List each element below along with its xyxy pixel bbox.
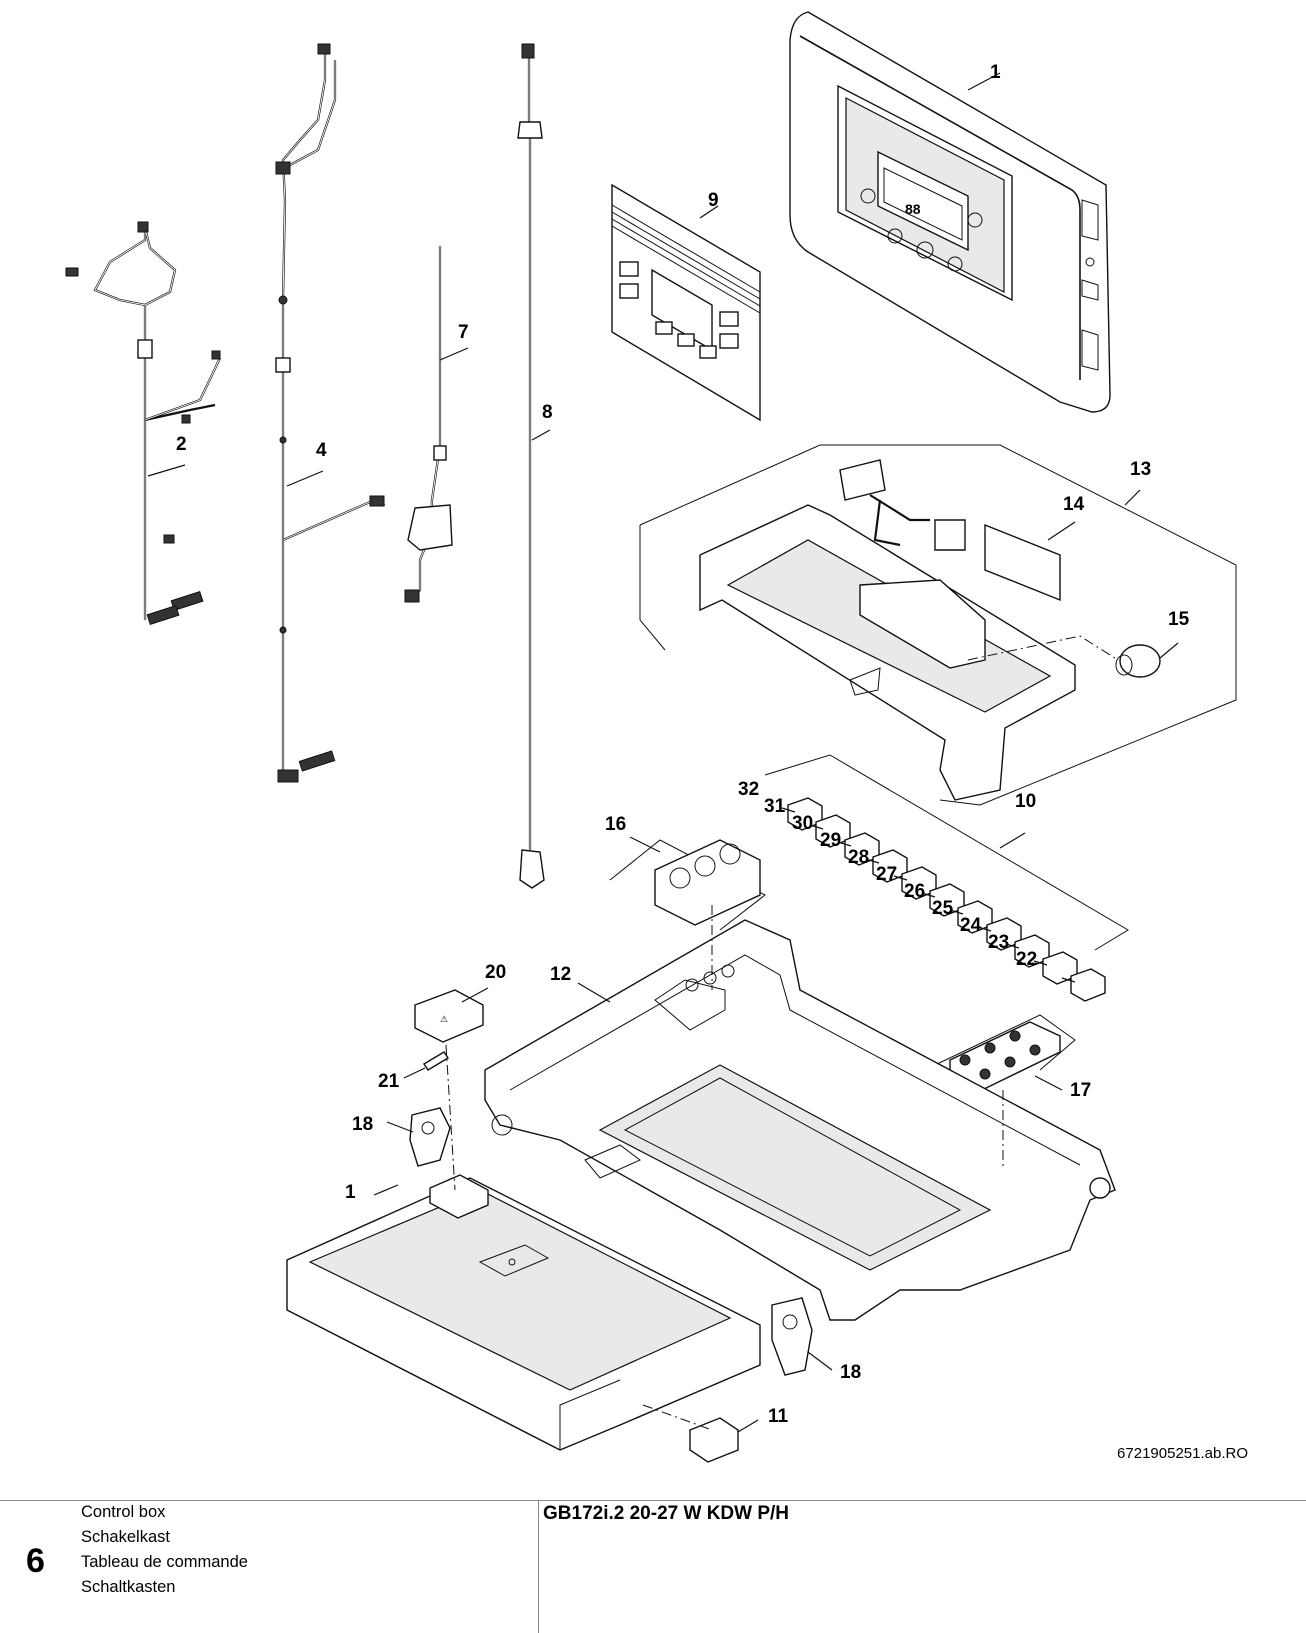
callout-11: 11 <box>768 1406 789 1427</box>
callout-14: 14 <box>1063 494 1085 515</box>
svg-text:⚠: ⚠ <box>440 1014 448 1024</box>
title-fr: Tableau de commande <box>81 1553 248 1571</box>
callout-18: 18 <box>352 1114 373 1135</box>
callout-31: 31 <box>764 796 786 817</box>
callout-21: 21 <box>378 1071 400 1092</box>
callout-10: 10 <box>1015 791 1036 812</box>
footer-divider <box>538 1500 539 1633</box>
part-group-16-terminals <box>609 839 766 931</box>
part-knob-15 <box>1115 644 1161 678</box>
leader-lines <box>147 72 1179 1433</box>
callout-25: 25 <box>932 898 954 919</box>
part-group-10-terminals <box>764 754 1129 1002</box>
callout-27: 27 <box>876 864 897 885</box>
title-nl: Schakelkast <box>81 1528 170 1546</box>
part-wiring-harness-4 <box>275 43 386 783</box>
section-number: 6 <box>26 1542 45 1580</box>
part-sensor-cable-7 <box>404 246 453 603</box>
callout-32: 32 <box>738 779 759 800</box>
callout-16: 16 <box>605 814 626 835</box>
callout-24: 24 <box>960 915 982 936</box>
assembly-lines <box>445 905 1004 1431</box>
part-cover-20: ⚠ <box>414 989 484 1043</box>
callout-22: 22 <box>1016 949 1037 970</box>
part-wiring-harness-2 <box>65 221 221 626</box>
footer: 6 Control box Schakelkast Tableau de com… <box>0 1500 1306 1633</box>
callout-1: 1 <box>990 62 1001 83</box>
part-clip-11 <box>689 1417 739 1463</box>
footer-rule <box>0 1500 1306 1501</box>
callout-23: 23 <box>988 932 1009 953</box>
section-titles: Control box Schakelkast Tableau de comma… <box>81 1500 248 1600</box>
svg-text:88: 88 <box>905 201 921 217</box>
part-clip-18-left <box>409 1107 451 1167</box>
part-group-13 <box>639 444 1237 806</box>
part-control-box-rear <box>286 1174 761 1451</box>
callout-8: 8 <box>542 402 553 423</box>
callout-2: 2 <box>176 434 187 455</box>
callout-20: 20 <box>485 962 506 983</box>
callout-7: 7 <box>458 322 469 343</box>
callout-28: 28 <box>848 847 869 868</box>
part-control-panel-overlay <box>611 183 761 422</box>
model-name: GB172i.2 20-27 W KDW P/H <box>543 1503 790 1524</box>
callout-12: 12 <box>550 964 571 985</box>
callout-9: 9 <box>708 190 719 211</box>
drawing-number: 6721905251.ab.RO <box>1117 1445 1248 1462</box>
callout-17: 17 <box>1070 1080 1091 1101</box>
callout-18: 18 <box>840 1362 861 1383</box>
part-clip-18-right <box>771 1297 813 1376</box>
title-en: Control box <box>81 1503 166 1521</box>
part-fuse-21 <box>423 1051 449 1071</box>
callout-26: 26 <box>904 881 925 902</box>
callout-29: 29 <box>820 830 841 851</box>
callout-4: 4 <box>316 440 327 461</box>
title-de: Schaltkasten <box>81 1578 176 1596</box>
part-power-cable-8 <box>517 43 545 889</box>
callout-13: 13 <box>1130 459 1151 480</box>
callout-30: 30 <box>792 813 813 834</box>
exploded-parts-diagram: 88 <box>65 11 1237 1463</box>
callout-15: 15 <box>1168 609 1190 630</box>
callout-1: 1 <box>345 1182 356 1203</box>
part-control-box-front: 88 <box>789 11 1111 413</box>
part-chassis-12 <box>484 919 1116 1321</box>
terminal-block <box>787 797 1106 1002</box>
